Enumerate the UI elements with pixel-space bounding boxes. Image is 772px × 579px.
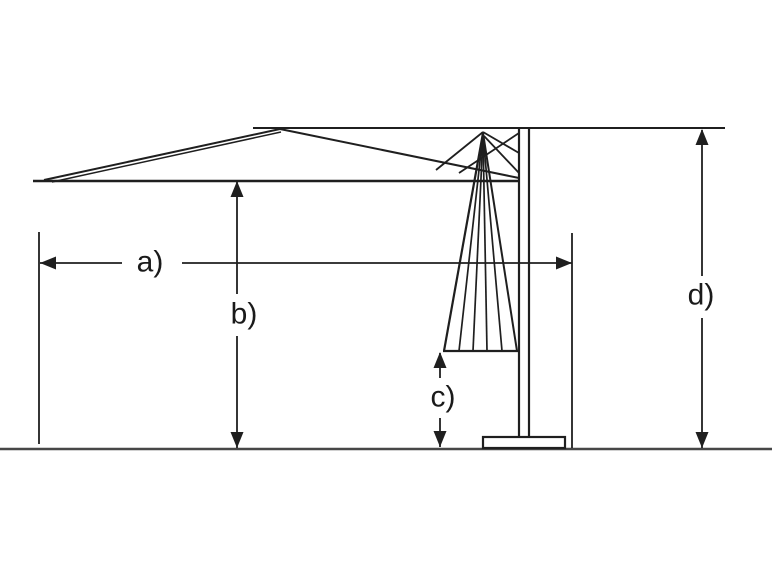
brace-mast-cross [458,132,520,174]
dim-b-label: b) [231,298,258,331]
label-mask-d [678,276,726,318]
label-mask-a [122,245,182,281]
dimension-labels: a) b) c) d) [137,246,715,414]
fold-line-4 [482,133,503,352]
canopy-left-slope-outer [43,128,281,181]
open-canopy [33,128,520,183]
brace-to-peak [435,131,484,171]
base-plate [481,435,567,450]
closed-canopy [442,132,518,353]
umbrella [33,127,725,450]
mast [517,128,531,437]
arrowhead-d-bottom [695,432,709,448]
arrowhead-c-bottom [433,431,447,447]
arrowhead-a-left [40,256,56,270]
fold-outer-left [442,132,485,352]
fold-line-1 [458,133,484,352]
arrowhead-b-bottom [230,432,244,448]
dim-d-label: d) [688,279,715,312]
arrowhead-c-top [433,352,447,368]
cantilever-braces [435,131,520,174]
label-masks [122,245,726,418]
dimension-lines [38,130,703,448]
dimension-arrowheads [40,129,709,448]
fold-line-2 [472,134,484,352]
label-mask-c [422,378,466,418]
arrowhead-d-top [695,129,709,145]
dim-a-label: a) [137,246,164,279]
brace-peak-to-mast-upper [482,131,520,154]
fold-outer-right [482,132,518,352]
dim-c-label: c) [431,381,456,414]
arrowhead-b-top [230,181,244,197]
canopy-left-slope-inner [51,131,282,183]
fold-line-3 [482,134,488,352]
arrowhead-a-right [556,256,572,270]
brace-peak-to-mast-lower [483,135,520,174]
label-mask-b [220,294,268,336]
